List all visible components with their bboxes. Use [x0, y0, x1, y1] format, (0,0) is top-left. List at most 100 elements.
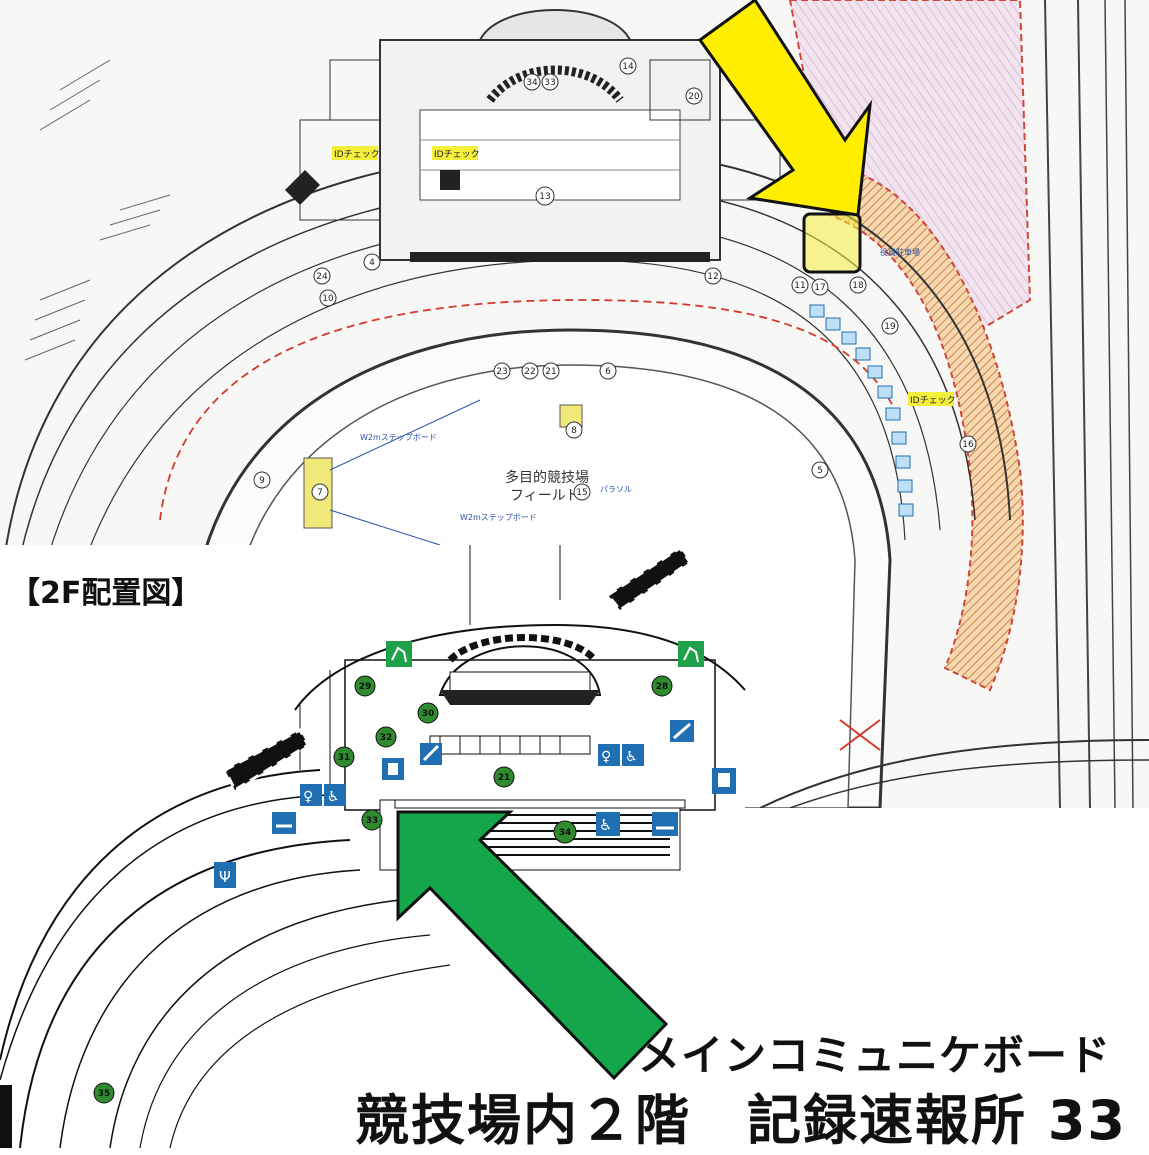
svg-text:6: 6: [605, 367, 611, 377]
emergency-exit-icon: [386, 641, 412, 667]
stair-blocks: [285, 170, 460, 205]
svg-text:21: 21: [498, 773, 511, 783]
railway-lines: [1044, 0, 1134, 808]
svg-text:♀: ♀: [601, 749, 611, 765]
location-marker: 10: [319, 289, 337, 307]
smoking-icon: [272, 812, 296, 834]
inset-walls: [0, 545, 746, 1148]
step-board-label: W2mステップボード: [360, 433, 437, 442]
location-marker: 29: [354, 675, 376, 697]
location-marker: 19: [881, 317, 899, 335]
svg-text:33: 33: [544, 78, 555, 88]
location-marker: 5: [811, 461, 829, 479]
svg-text:19: 19: [884, 322, 896, 332]
svg-text:34: 34: [559, 828, 572, 838]
location-marker: 15: [573, 483, 591, 501]
location-marker: 31: [333, 746, 355, 768]
escalator-icon: [420, 743, 442, 765]
svg-text:20: 20: [688, 92, 700, 102]
caption-location: 競技場内２階 記録速報所 33: [355, 1089, 1127, 1152]
location-marker: 35: [93, 1082, 115, 1104]
svg-text:31: 31: [338, 753, 351, 763]
id-check-label: IDチェック: [434, 149, 480, 160]
step-board-label: W2mステップボード: [460, 513, 537, 522]
location-marker: 9: [253, 471, 271, 489]
svg-text:17: 17: [814, 283, 825, 293]
location-marker: 6: [599, 362, 617, 380]
location-marker: 34: [523, 73, 541, 91]
svg-text:22: 22: [524, 367, 535, 377]
green-arrow-icon: [396, 810, 669, 1081]
inset-stairs: [0, 545, 693, 1148]
svg-text:♀: ♀: [303, 789, 313, 805]
location-marker: 34: [553, 820, 577, 844]
svg-text:21: 21: [545, 367, 556, 377]
svg-text:11: 11: [794, 281, 805, 291]
seat-blocks: [809, 304, 914, 517]
wheelchair-icon: ♿: [622, 744, 644, 766]
svg-text:30: 30: [422, 709, 435, 719]
road: [789, 759, 1149, 808]
elevator-icon: [712, 768, 736, 794]
svg-text:23: 23: [496, 367, 507, 377]
svg-text:29: 29: [359, 682, 372, 692]
stand-rows: [24, 59, 171, 361]
svg-text:♿: ♿: [327, 789, 340, 805]
floor-plan-title: 【2F配置図】: [10, 576, 202, 611]
svg-text:28: 28: [656, 682, 669, 692]
location-marker: 21: [542, 362, 560, 380]
svg-text:24: 24: [316, 272, 328, 282]
official-parking-strip: [828, 168, 1024, 692]
location-marker: 18: [849, 276, 867, 294]
location-marker: 8: [565, 421, 583, 439]
svg-text:32: 32: [380, 733, 393, 743]
parasol-label: パラソル: [600, 485, 632, 494]
location-marker: 4: [363, 253, 381, 271]
destination-highlight-box: [802, 212, 862, 274]
svg-text:15: 15: [576, 488, 587, 498]
location-marker: 33: [541, 73, 559, 91]
location-marker: 20: [685, 87, 703, 105]
svg-text:8: 8: [571, 426, 577, 436]
location-marker: 23: [493, 362, 511, 380]
restaurant-icon: Ψ: [214, 862, 236, 888]
svg-text:13: 13: [539, 192, 550, 202]
field-label-line1: 多目的競技場: [505, 469, 589, 486]
location-marker: 7: [311, 483, 329, 501]
field-label-line2: フィールド: [510, 488, 580, 504]
svg-text:4: 4: [369, 258, 375, 268]
road: [759, 739, 1149, 808]
svg-text:35: 35: [98, 1089, 111, 1099]
location-marker: 13: [535, 186, 555, 206]
svg-text:12: 12: [707, 272, 718, 282]
location-marker: 12: [704, 267, 722, 285]
smoking-icon: [652, 812, 678, 836]
location-marker: 16: [959, 435, 977, 453]
facility-signs: ♀ ♿ Ψ ♀ ♿ ♿: [214, 720, 736, 888]
svg-text:5: 5: [817, 466, 823, 476]
id-check-label: IDチェック: [334, 149, 380, 160]
elevator-icon: [382, 758, 404, 780]
svg-text:18: 18: [852, 281, 864, 291]
svg-text:10: 10: [322, 294, 334, 304]
location-marker: 28: [651, 675, 673, 697]
location-marker: 17: [811, 278, 829, 296]
inset-stand-block: [344, 634, 716, 811]
yellow-arrow-icon: [697, 0, 873, 217]
restroom-icon: ♀: [598, 744, 620, 766]
svg-text:7: 7: [317, 488, 323, 498]
svg-text:9: 9: [259, 476, 265, 486]
escalator-icon: [670, 720, 694, 742]
location-marker: 14: [619, 57, 637, 75]
location-marker: 11: [791, 276, 809, 294]
location-marker: 24: [313, 267, 331, 285]
parking-label: 役員駐車場: [880, 247, 920, 257]
svg-text:♿: ♿: [625, 749, 638, 765]
location-marker: 32: [375, 726, 397, 748]
wheelchair-icon: ♿: [596, 812, 620, 836]
svg-text:16: 16: [962, 440, 974, 450]
svg-text:Ψ: Ψ: [219, 868, 231, 886]
course-line: [159, 299, 901, 521]
location-marker: 30: [417, 702, 439, 724]
